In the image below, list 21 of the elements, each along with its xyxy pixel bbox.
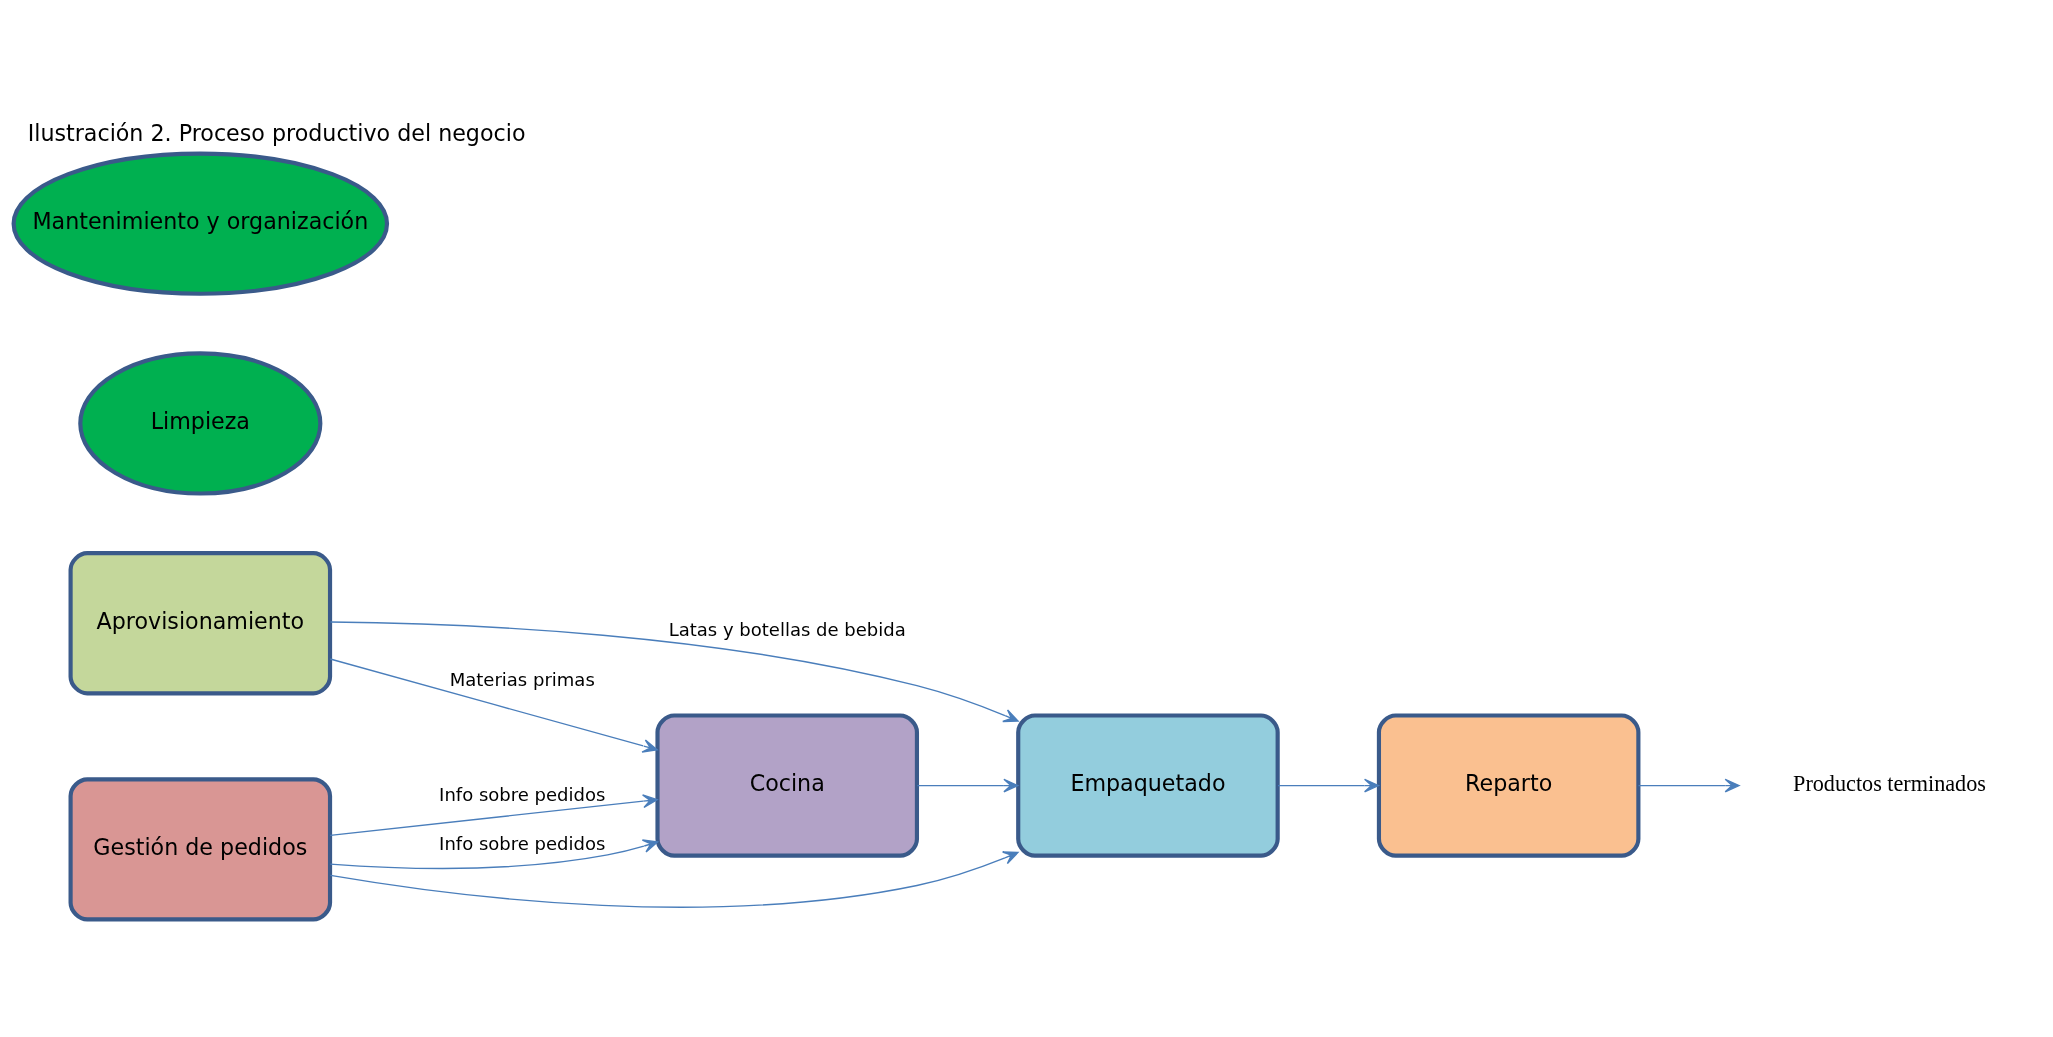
arrow	[329, 839, 659, 870]
diagram-title: Ilustración 2. Proceso productivo del negocio	[27, 119, 526, 146]
node-ellipse: Limpieza	[78, 351, 323, 496]
arrow	[1637, 778, 1740, 793]
arrow	[329, 794, 658, 837]
edge-label: Info sobre pedidos	[439, 832, 606, 854]
node-box: Reparto	[1376, 713, 1641, 858]
arrow	[329, 658, 658, 753]
arrow	[1277, 778, 1380, 793]
arrow	[329, 851, 1019, 908]
edge-label: Info sobre pedidos	[439, 784, 606, 806]
node-text: Productos terminados	[1793, 770, 1986, 796]
node-box: Aprovisionamiento	[68, 551, 333, 696]
arrow	[916, 778, 1019, 793]
edge-label: Materias primas	[449, 669, 595, 691]
node-ellipse: Mantenimiento y organización	[11, 151, 390, 296]
node-box: Empaquetado	[1016, 713, 1280, 858]
node-box: Cocina	[655, 713, 920, 858]
node-box: Gestión de pedidos	[68, 777, 333, 922]
edge-label: Latas y botellas de bebida	[668, 619, 906, 641]
arrow	[329, 621, 1019, 723]
